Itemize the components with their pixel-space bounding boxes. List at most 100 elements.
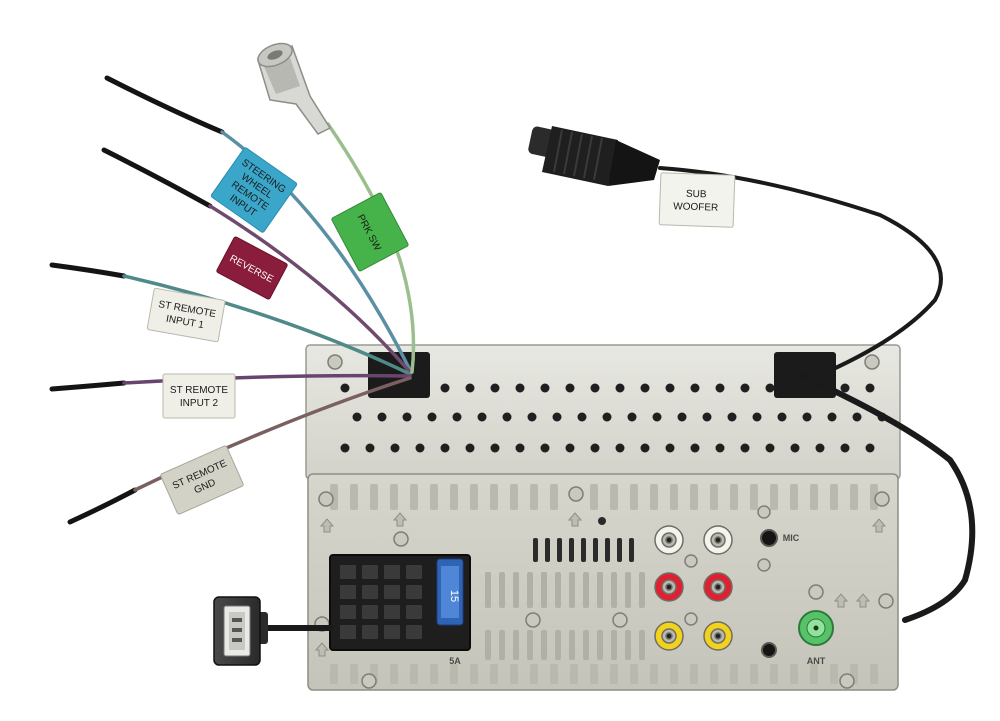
- rib: [430, 484, 438, 510]
- vent-hole: [690, 443, 700, 453]
- rib: [499, 572, 505, 608]
- wire-st-remote-input-1[interactable]: [49, 262, 127, 279]
- rca-jack-yellow-left[interactable]: [654, 621, 684, 651]
- vent-hole: [865, 443, 875, 453]
- rib: [625, 572, 631, 608]
- vent-hole: [677, 412, 687, 422]
- spade-connector[interactable]: [255, 39, 332, 135]
- rib: [555, 572, 561, 608]
- slot: [545, 538, 550, 562]
- mic-jack[interactable]: MIC: [760, 529, 800, 547]
- connector-pin: [406, 565, 422, 579]
- slot: [629, 538, 634, 562]
- rib: [770, 484, 778, 510]
- vent-hole: [477, 412, 487, 422]
- rib: [590, 664, 598, 684]
- rib: [790, 484, 798, 510]
- vent-hole: [640, 443, 650, 453]
- tag-prk-sw: PRK SW: [331, 192, 409, 272]
- vent-hole: [765, 443, 775, 453]
- vent-hole: [552, 412, 562, 422]
- reset-hole: [598, 517, 606, 525]
- slot: [605, 538, 610, 562]
- screw: [327, 354, 343, 370]
- tag-steering-wheel-remote-input: STEERING WHEEL REMOTE INPUT: [210, 147, 298, 233]
- antenna-connector[interactable]: ANT: [798, 610, 834, 666]
- rib: [410, 484, 418, 510]
- tag-st-remote-input-2: ST REMOTE INPUT 2: [162, 373, 236, 419]
- vent-hole: [615, 443, 625, 453]
- wire-st-remote-input-2[interactable]: [49, 380, 127, 392]
- vent-hole: [815, 443, 825, 453]
- vent-hole: [615, 383, 625, 393]
- vent-hole: [765, 383, 775, 393]
- screw: [684, 612, 698, 626]
- rib: [390, 664, 398, 684]
- rib: [770, 664, 778, 684]
- vent-hole: [840, 443, 850, 453]
- rib: [450, 664, 458, 684]
- rib: [611, 572, 617, 608]
- vent-hole: [452, 412, 462, 422]
- rca-jack-red-right[interactable]: [703, 572, 733, 602]
- fuse[interactable]: 15: [436, 558, 464, 626]
- screw: [525, 612, 541, 628]
- rib: [750, 664, 758, 684]
- rib: [611, 630, 617, 660]
- connector-pin: [406, 625, 422, 639]
- vent-hole: [415, 443, 425, 453]
- rib: [650, 484, 658, 510]
- vent-hole: [427, 412, 437, 422]
- vent-hole: [827, 412, 837, 422]
- rib: [510, 664, 518, 684]
- rca-plug-subwoofer[interactable]: [527, 126, 660, 186]
- wire-main-harness[interactable]: [797, 372, 976, 623]
- rib: [499, 630, 505, 660]
- rib: [670, 484, 678, 510]
- rib: [530, 484, 538, 510]
- wire-st-remote-gnd[interactable]: [67, 487, 138, 525]
- slot: [617, 538, 622, 562]
- screw: [568, 486, 584, 502]
- rib: [790, 664, 798, 684]
- vent-hole: [490, 443, 500, 453]
- vent-hole: [865, 383, 875, 393]
- rib: [350, 664, 358, 684]
- rib: [430, 664, 438, 684]
- wire-steering-remote[interactable]: [104, 75, 225, 135]
- rca-jack-white-left[interactable]: [654, 525, 684, 555]
- rca-jack-yellow-right[interactable]: [703, 621, 733, 651]
- wire-reverse[interactable]: [101, 147, 213, 209]
- rca-jack-red-left[interactable]: [654, 572, 684, 602]
- rib: [830, 664, 838, 684]
- connector-pin: [384, 625, 400, 639]
- rib-band-middle: [485, 538, 645, 660]
- aux-jack[interactable]: [761, 642, 777, 658]
- vent-hole: [465, 443, 475, 453]
- rib: [527, 572, 533, 608]
- vent-hole: [440, 383, 450, 393]
- rib: [350, 484, 358, 510]
- vent-hole: [602, 412, 612, 422]
- vent-hole: [702, 412, 712, 422]
- rib: [710, 484, 718, 510]
- connector-pin: [340, 585, 356, 599]
- rca-jack-white-right[interactable]: [703, 525, 733, 555]
- rib-band-top: [330, 484, 878, 510]
- screw: [878, 593, 894, 609]
- vent-hole: [715, 383, 725, 393]
- rib: [410, 664, 418, 684]
- iso-harness-connector[interactable]: 15 5A: [329, 554, 471, 666]
- screw: [757, 558, 771, 572]
- rib: [597, 572, 603, 608]
- vent-hole: [840, 383, 850, 393]
- vent-hole: [352, 412, 362, 422]
- rib: [650, 664, 658, 684]
- usb-connector[interactable]: [213, 596, 268, 666]
- vent-hole: [740, 383, 750, 393]
- wire-prk-sw[interactable]: [326, 122, 416, 374]
- connector-pin: [340, 625, 356, 639]
- rib: [690, 484, 698, 510]
- screw: [874, 491, 890, 507]
- wire-subwoofer[interactable]: [658, 166, 943, 377]
